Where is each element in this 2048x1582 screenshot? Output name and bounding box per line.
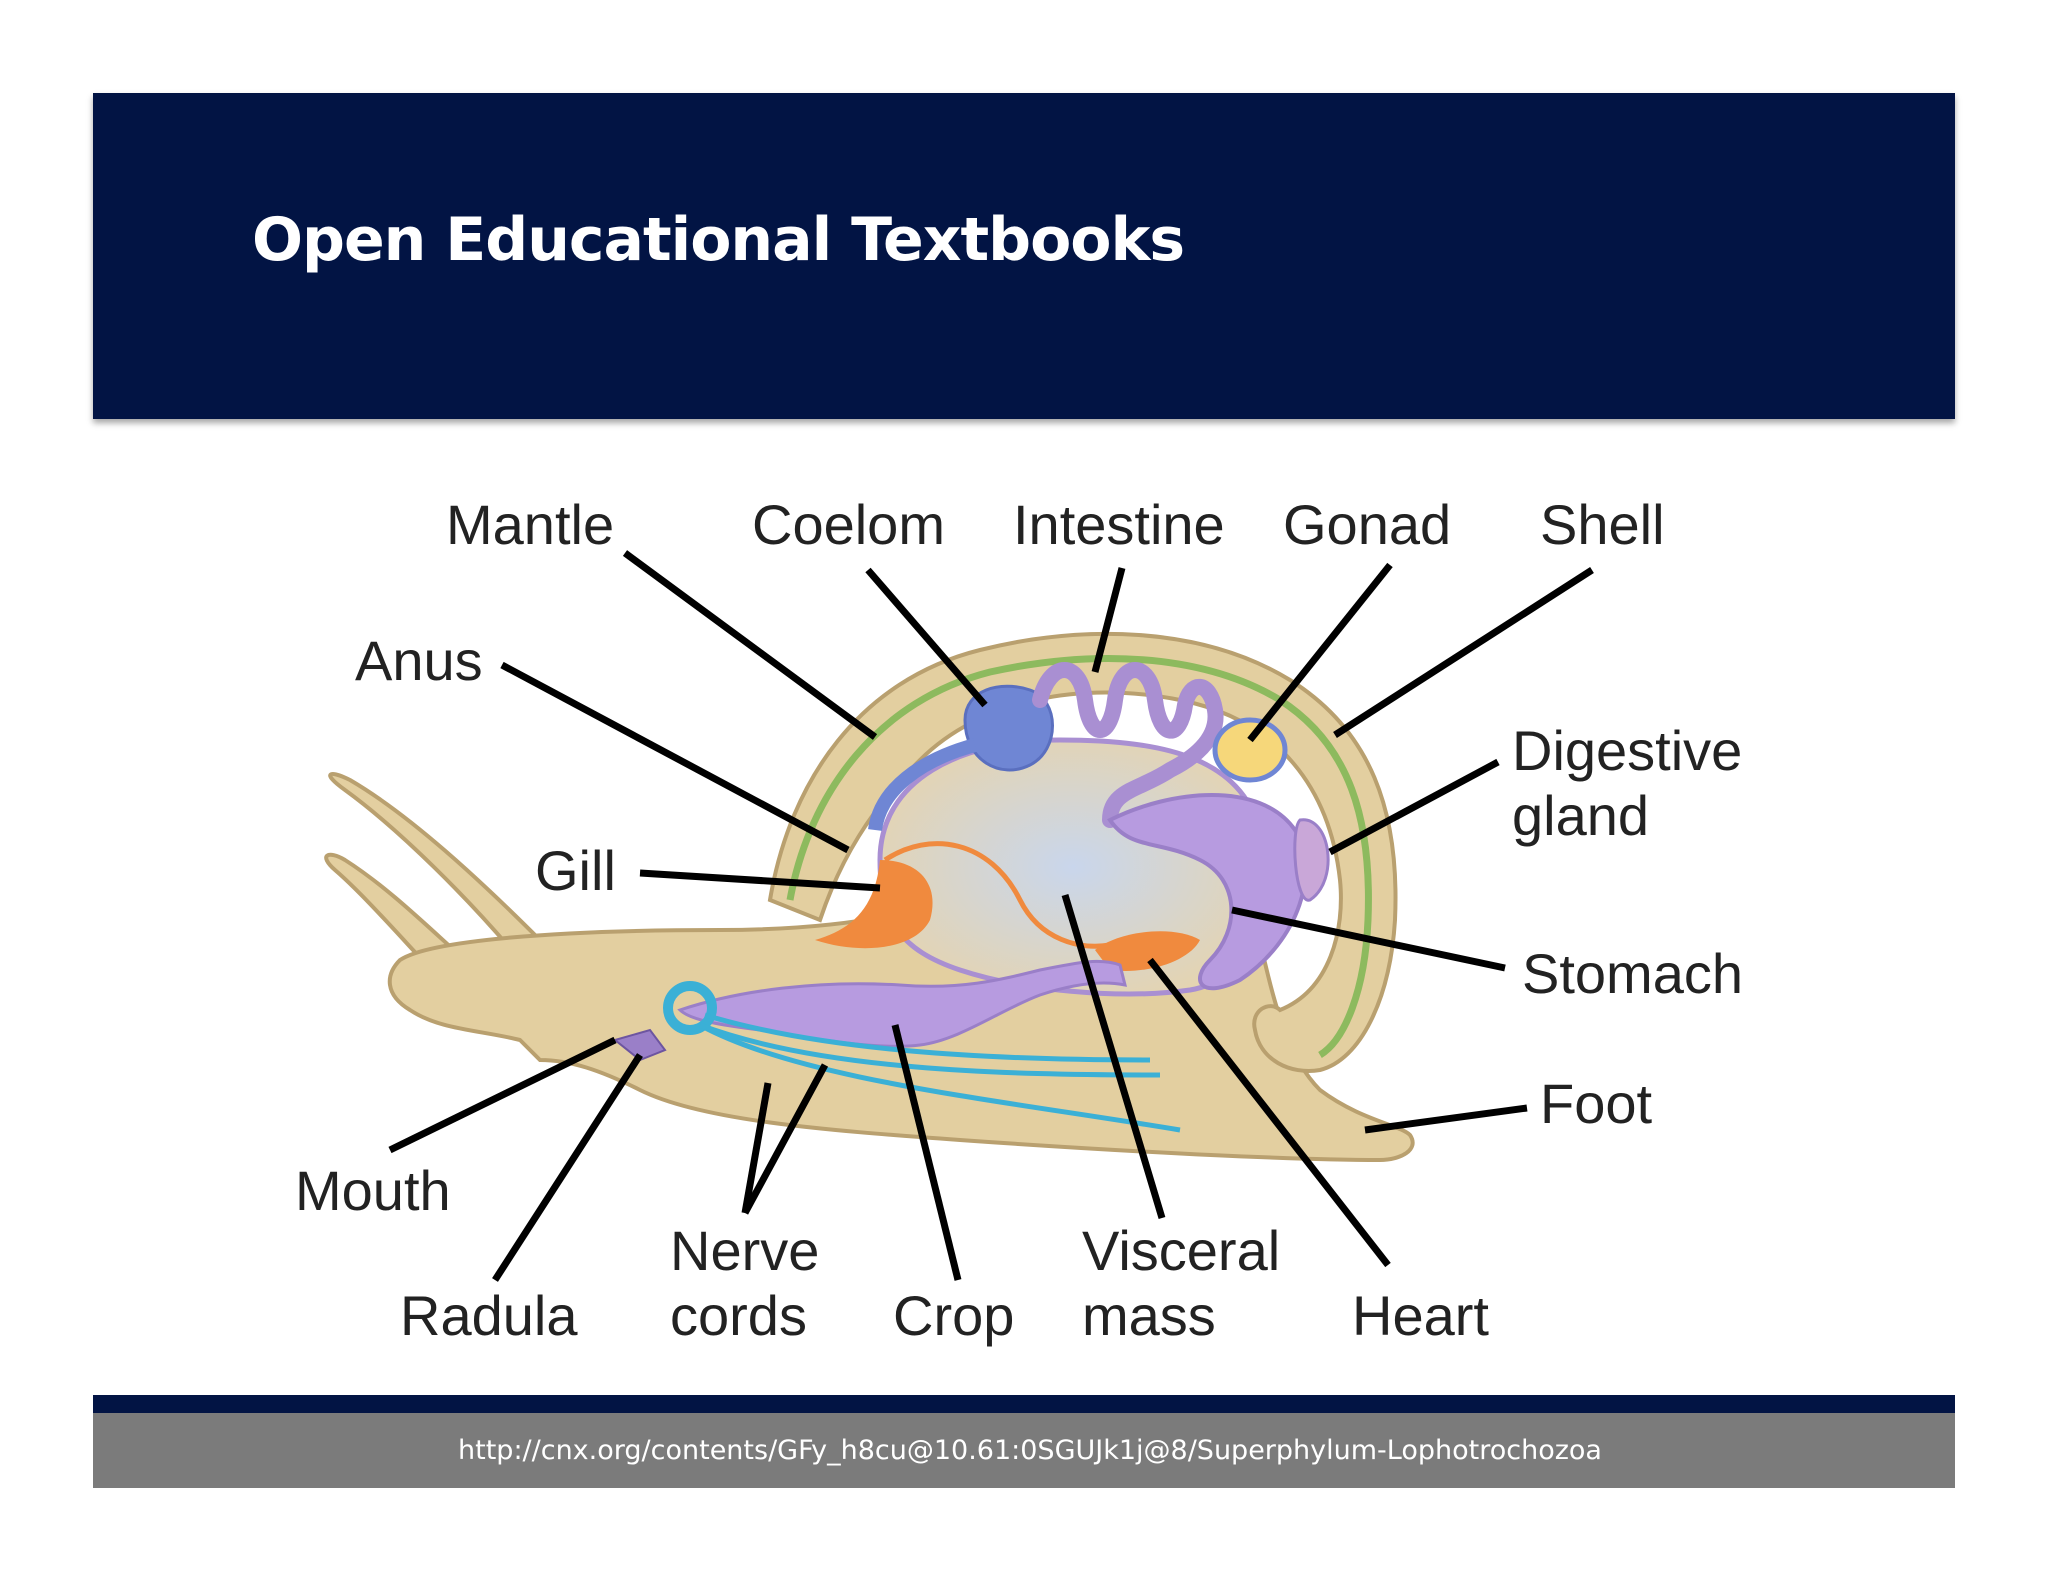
label-digestive-gland-2: gland (1512, 784, 1649, 847)
header-banner (93, 93, 1955, 419)
nerve-ring (663, 981, 717, 1035)
snail-shell (767, 631, 1398, 1073)
leader-lines (388, 550, 1594, 1282)
label-mouth: Mouth (295, 1159, 451, 1222)
label-crop: Crop (893, 1284, 1014, 1347)
label-foot: Foot (1540, 1072, 1652, 1135)
label-visceral-mass-1: Visceral (1082, 1219, 1280, 1282)
label-nerve-cords-1: Nerve (670, 1219, 819, 1282)
footer: http://cnx.org/contents/GFy_h8cu@10.61:0… (93, 1413, 1955, 1488)
label-gill: Gill (535, 839, 616, 902)
label-mantle: Mantle (446, 493, 614, 556)
footer-accent-bar (93, 1395, 1955, 1413)
label-coelom: Coelom (752, 493, 945, 556)
coelom (963, 684, 1054, 772)
label-nerve-cords-2: cords (670, 1284, 807, 1347)
label-heart: Heart (1352, 1284, 1489, 1347)
radula (612, 1028, 667, 1062)
label-anus: Anus (355, 629, 483, 692)
label-visceral-mass-2: mass (1082, 1284, 1216, 1347)
label-digestive-gland-1: Digestive (1512, 719, 1742, 782)
label-radula: Radula (400, 1284, 578, 1347)
gonad (1212, 717, 1288, 783)
gill (815, 860, 933, 949)
heart (1095, 931, 1200, 971)
stomach (1107, 793, 1308, 991)
digestive-gland (1293, 818, 1330, 902)
label-intestine: Intestine (1013, 493, 1225, 556)
page-title: Open Educational Textbooks (252, 205, 1185, 275)
label-shell: Shell (1540, 493, 1665, 556)
source-url: http://cnx.org/contents/GFy_h8cu@10.61:0… (458, 1435, 1602, 1466)
label-gonad: Gonad (1283, 493, 1451, 556)
label-stomach: Stomach (1522, 942, 1743, 1005)
intestine (1032, 662, 1224, 828)
